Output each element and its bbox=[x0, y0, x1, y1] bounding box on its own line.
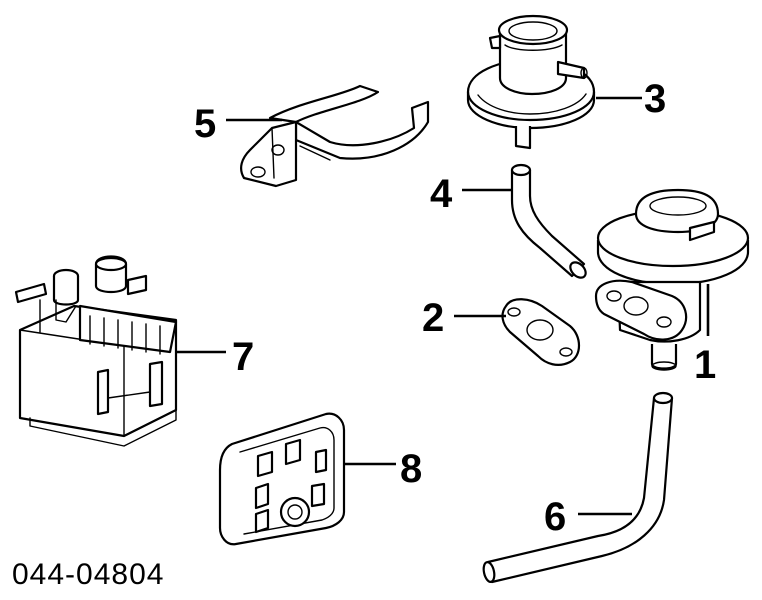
hose-icon bbox=[510, 163, 587, 279]
pipe-icon bbox=[482, 391, 674, 584]
callout-3: 3 bbox=[644, 77, 666, 121]
callout-1: 1 bbox=[694, 343, 716, 387]
callout-7: 7 bbox=[232, 335, 254, 379]
callout-5: 5 bbox=[194, 102, 216, 146]
diagram-number: 044-04804 bbox=[12, 558, 164, 591]
callout-6: 6 bbox=[544, 495, 566, 539]
plate-bracket-icon bbox=[218, 412, 346, 546]
charcoal-canister-icon bbox=[14, 255, 178, 447]
callout-2: 2 bbox=[422, 296, 444, 340]
vacuum-modulator-icon bbox=[466, 14, 596, 150]
egr-valve-icon bbox=[594, 188, 750, 371]
callout-8: 8 bbox=[400, 447, 422, 491]
bracket-icon bbox=[240, 84, 430, 188]
gasket-icon bbox=[501, 298, 581, 366]
callout-4: 4 bbox=[430, 172, 453, 216]
